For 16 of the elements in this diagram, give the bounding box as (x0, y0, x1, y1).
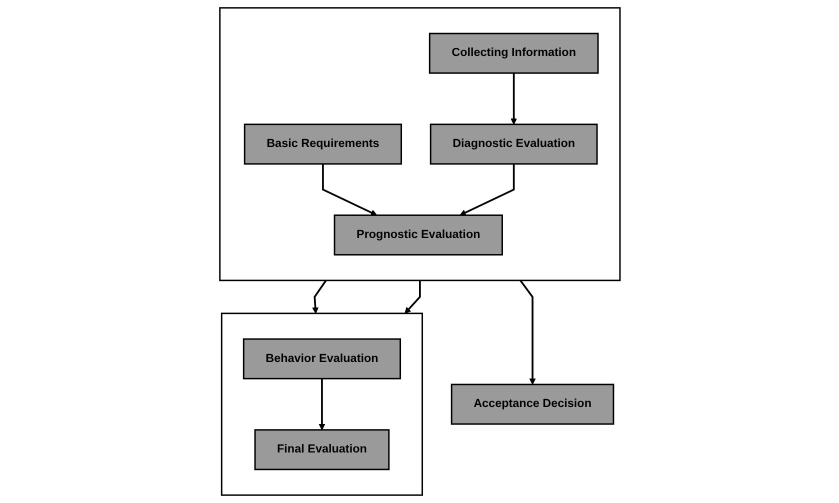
node-box: Acceptance Decision (450, 384, 614, 425)
arrow (510, 73, 517, 125)
cluster (218, 7, 620, 282)
node-box: Final Evaluation (254, 429, 390, 470)
arrow (318, 378, 325, 430)
arrow (459, 164, 514, 216)
node-box: Diagnostic Evaluation (429, 124, 598, 165)
cluster (220, 312, 423, 496)
node-box: Collecting Information (428, 32, 598, 74)
node-box: Prognostic Evaluation (333, 214, 503, 256)
arrow (404, 280, 420, 314)
arrow (519, 280, 536, 385)
arrow (322, 164, 377, 216)
node-box: Behavior Evaluation (242, 338, 401, 380)
node-box: Basic Requirements (243, 124, 402, 165)
arrow (312, 280, 326, 314)
